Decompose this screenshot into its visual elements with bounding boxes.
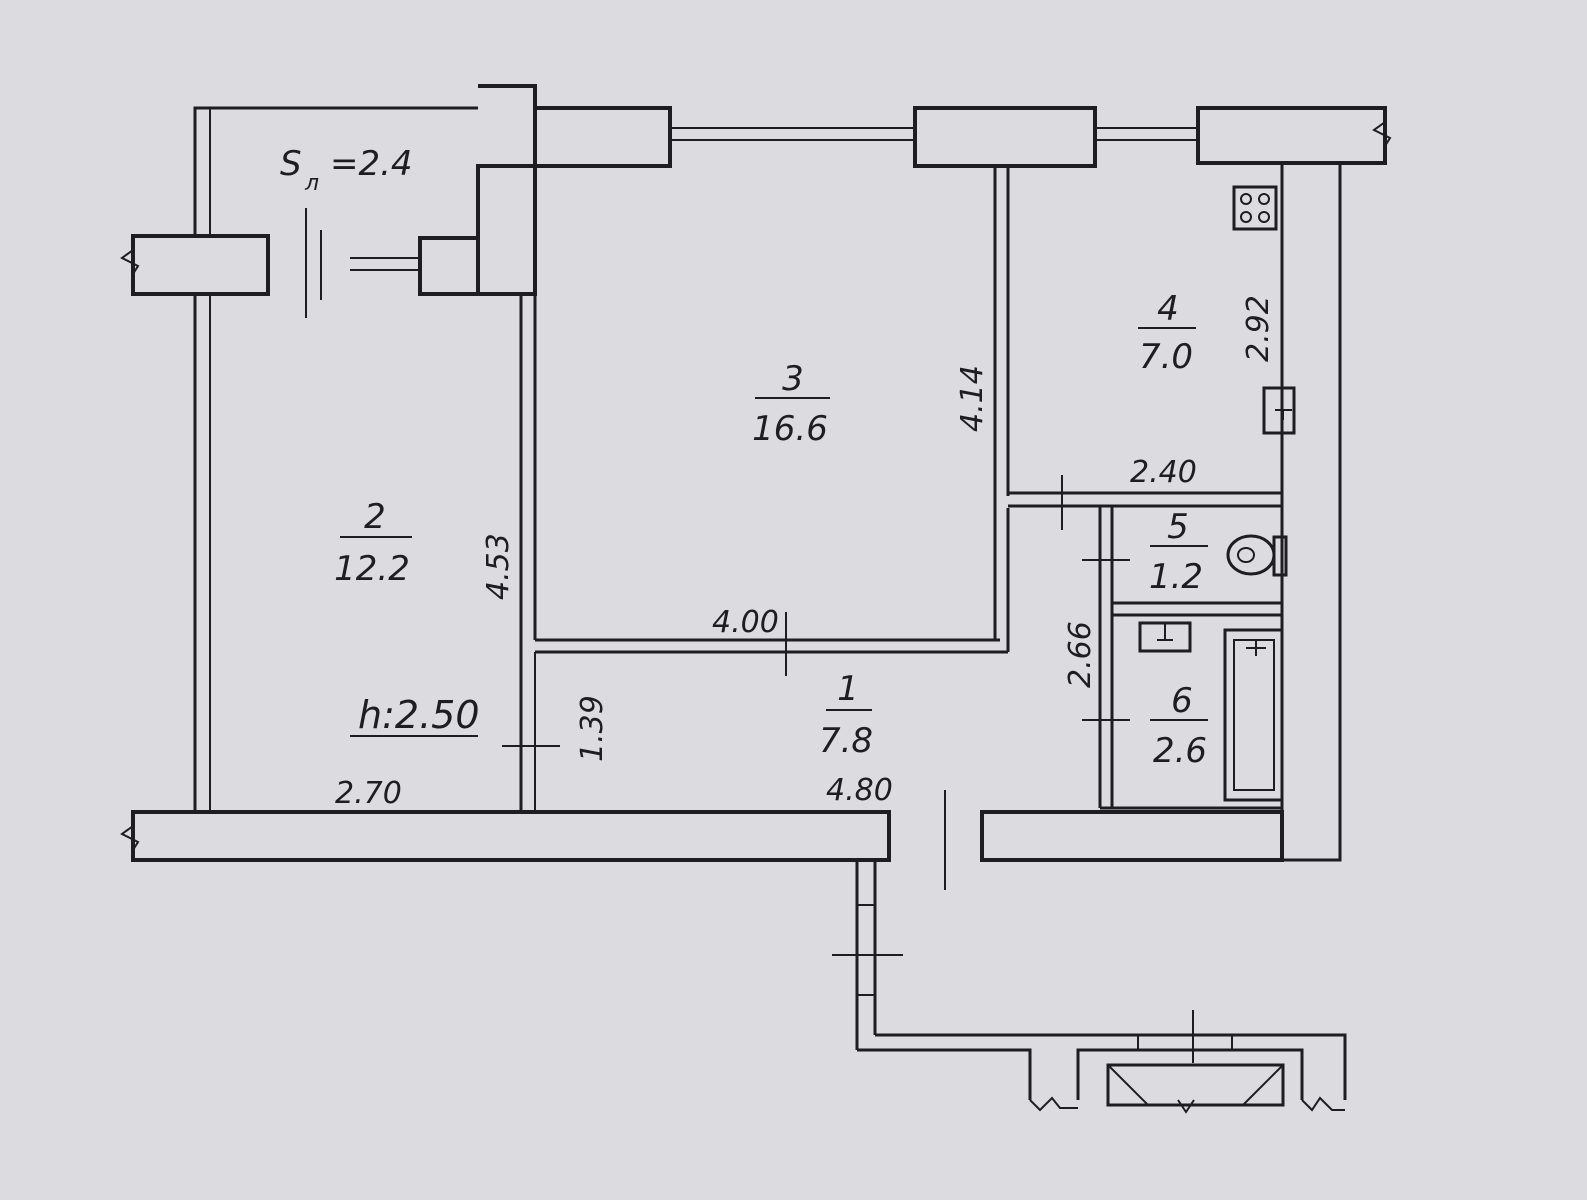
dim-room2-width: 2.70 (335, 776, 402, 811)
dim-room3-length: 4.14 (955, 365, 990, 432)
room-label-6: 6 2.6 (1150, 681, 1208, 771)
room-4-number: 4 (1157, 289, 1179, 329)
dim-hall-length: 4.80 (826, 773, 893, 808)
room-label-3: 3 16.6 (752, 359, 830, 449)
dim-room4-width: 2.40 (1130, 455, 1197, 490)
room-label-5: 5 1.2 (1149, 507, 1208, 597)
tick-marks (305, 208, 1130, 747)
bathtub-icon (1223, 628, 1284, 802)
room-6-area: 2.6 (1153, 731, 1207, 771)
room-6-number: 6 (1171, 681, 1193, 721)
dim-room4-length: 2.92 (1241, 295, 1276, 362)
ceiling-height: h:2.50 (358, 693, 480, 737)
room-5-number: 5 (1167, 507, 1189, 547)
dim-hall-width: 1.39 (575, 695, 610, 762)
room-1-area: 7.8 (819, 721, 873, 761)
balcony-area-label: S л =2.4 (280, 144, 413, 196)
dim-room2-length: 4.53 (481, 533, 516, 600)
room-4-area: 7.0 (1139, 337, 1193, 377)
room-label-1: 1 7.8 (819, 669, 873, 761)
room-2-area: 12.2 (334, 549, 410, 589)
washbasin-icon (1138, 621, 1192, 653)
dim-corridor-length: 2.66 (1063, 621, 1098, 688)
room-2-number: 2 (364, 497, 386, 537)
balcony-subscript: л (304, 171, 319, 196)
sink-icon (1262, 386, 1296, 435)
toilet-icon (1226, 534, 1288, 577)
room-3-area: 16.6 (752, 409, 828, 449)
room-1-number: 1 (837, 669, 859, 709)
entrance-corridor (832, 790, 1347, 1114)
room-label-4: 4 7.0 (1138, 289, 1196, 377)
room-3-number: 3 (782, 359, 804, 399)
outer-walls (120, 84, 1392, 862)
stove-icon (1232, 185, 1278, 231)
interior-walls (519, 166, 1282, 812)
ceiling-height-label: h:2.50 (350, 693, 480, 737)
dimension-labels: 4.53 4.14 2.92 2.40 4.00 2.66 1.39 2.70 … (335, 295, 1276, 811)
balcony-s: S (280, 144, 302, 184)
room-5-area: 1.2 (1149, 557, 1203, 597)
dim-room3-width: 4.00 (712, 605, 779, 640)
room-label-2: 2 12.2 (334, 497, 412, 589)
balcony-value: =2.4 (330, 144, 413, 184)
